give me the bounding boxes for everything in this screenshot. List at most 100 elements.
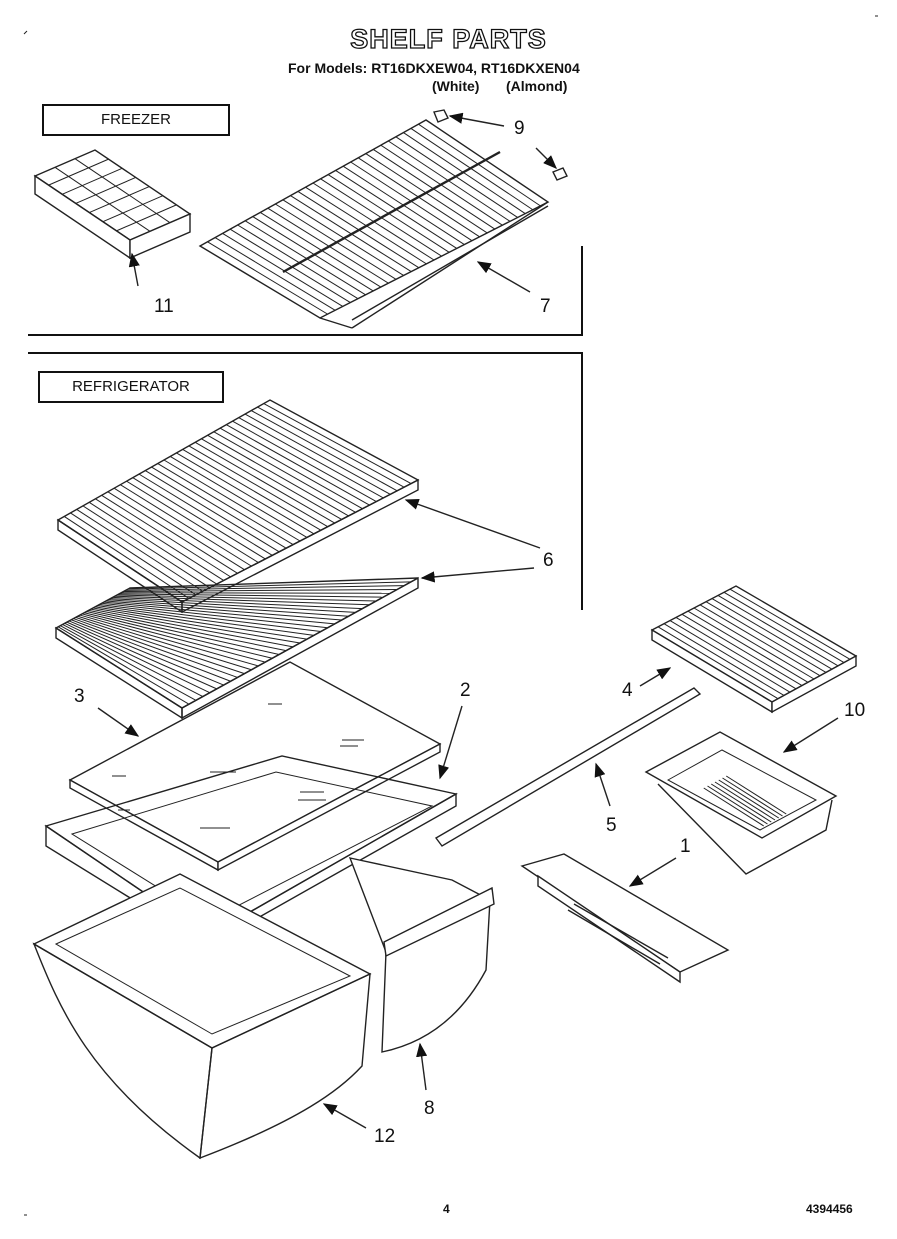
callout-10: 10 — [844, 700, 866, 721]
wire-line — [222, 232, 344, 307]
wire-line — [89, 186, 150, 214]
wire-line — [61, 167, 123, 195]
wire-line — [675, 616, 797, 690]
callout-4: 4 — [622, 680, 633, 701]
wire-line — [707, 785, 768, 825]
wire-line — [103, 601, 335, 625]
wire-line — [729, 588, 851, 660]
wire-line — [48, 158, 109, 186]
wire-line — [101, 494, 231, 578]
wire-line — [108, 599, 349, 617]
wire-line — [226, 424, 370, 506]
wire-line — [113, 487, 245, 571]
wire-line — [176, 452, 315, 535]
callout-11: 11 — [154, 296, 174, 317]
wire-line — [410, 127, 534, 211]
wire-line — [145, 470, 280, 553]
wire-line — [723, 591, 845, 664]
wire-line — [219, 427, 363, 510]
callout-3: 3 — [74, 686, 85, 707]
freezer-section-bottom-rule — [28, 334, 583, 336]
wire-line — [207, 434, 349, 517]
wire-line — [60, 625, 197, 701]
wire-line — [64, 622, 210, 694]
callout-2: 2 — [460, 680, 471, 701]
wire-line — [418, 123, 541, 207]
refrigerator-section-top-rule — [28, 352, 583, 354]
callout-6: 6 — [543, 550, 554, 571]
wire-line — [687, 610, 809, 683]
wire-line — [125, 585, 405, 591]
wire-line — [657, 626, 779, 700]
wire-line — [725, 775, 787, 815]
wire-line — [76, 508, 204, 592]
wire-line — [102, 195, 164, 223]
models-line: For Models: RT16DKXEW04, RT16DKXEN04 — [288, 60, 580, 76]
upper-refrigerator-shelf-part — [56, 399, 420, 614]
wire-line — [717, 594, 839, 667]
freezer-section-side-rule — [581, 246, 583, 336]
wire-line — [101, 602, 328, 629]
wire-line — [99, 603, 321, 633]
wire-line — [710, 783, 772, 823]
callout-5: 5 — [606, 815, 617, 836]
wire-line — [92, 607, 301, 644]
wire-line — [62, 624, 204, 697]
wire-line — [97, 605, 314, 636]
wire-line — [75, 176, 136, 204]
callout-9: 9 — [514, 118, 525, 139]
wire-line — [77, 615, 252, 671]
refrigerator-section-label: REFRIGERATOR — [38, 371, 224, 403]
wire-line — [138, 473, 273, 556]
wire-line — [71, 619, 231, 682]
wire-line — [73, 618, 238, 678]
freezer-section-label: FREEZER — [42, 104, 230, 136]
wire-line — [718, 779, 780, 819]
wire-line — [169, 456, 308, 538]
ice-tray-part — [33, 149, 192, 260]
wire-line — [66, 621, 217, 690]
wire-line — [251, 410, 398, 492]
wire-line — [681, 613, 803, 687]
wire-line — [699, 604, 821, 677]
wire-line — [163, 459, 301, 542]
wire-line — [90, 608, 294, 648]
wire-line — [110, 598, 356, 613]
callout-8: 8 — [424, 1098, 435, 1119]
wire-line — [232, 420, 377, 502]
callout-7: 7 — [540, 296, 551, 317]
wire-line — [81, 613, 266, 663]
wire-line — [238, 417, 384, 499]
wire-line — [88, 501, 217, 585]
wire-line — [88, 609, 287, 652]
wire-line — [194, 441, 335, 524]
wire-line — [74, 158, 171, 224]
wire-line — [669, 620, 791, 693]
wire-line — [252, 216, 374, 292]
wire-line — [57, 626, 190, 705]
wire-line — [107, 491, 238, 574]
glass-shelf-part — [68, 661, 442, 872]
wire-line — [68, 620, 224, 686]
wire-line — [244, 413, 391, 495]
wire-line — [79, 614, 259, 667]
wire-line — [106, 600, 342, 621]
wire-line — [127, 581, 412, 590]
wire-line — [722, 777, 783, 817]
wire-line — [157, 463, 294, 546]
variant-white: (White) — [432, 78, 480, 94]
wire-line — [214, 237, 336, 311]
wire-line — [114, 595, 370, 606]
wire-line — [257, 406, 405, 488]
wire-line — [182, 448, 322, 531]
wire-line — [260, 211, 382, 288]
wire-line — [119, 593, 384, 598]
trim-strip-part — [434, 687, 702, 847]
variant-almond: (Almond) — [506, 78, 568, 94]
wire-line — [705, 601, 827, 673]
wire-line — [693, 607, 815, 680]
lower-refrigerator-shelf-part — [54, 576, 419, 720]
wire-line — [244, 220, 366, 296]
